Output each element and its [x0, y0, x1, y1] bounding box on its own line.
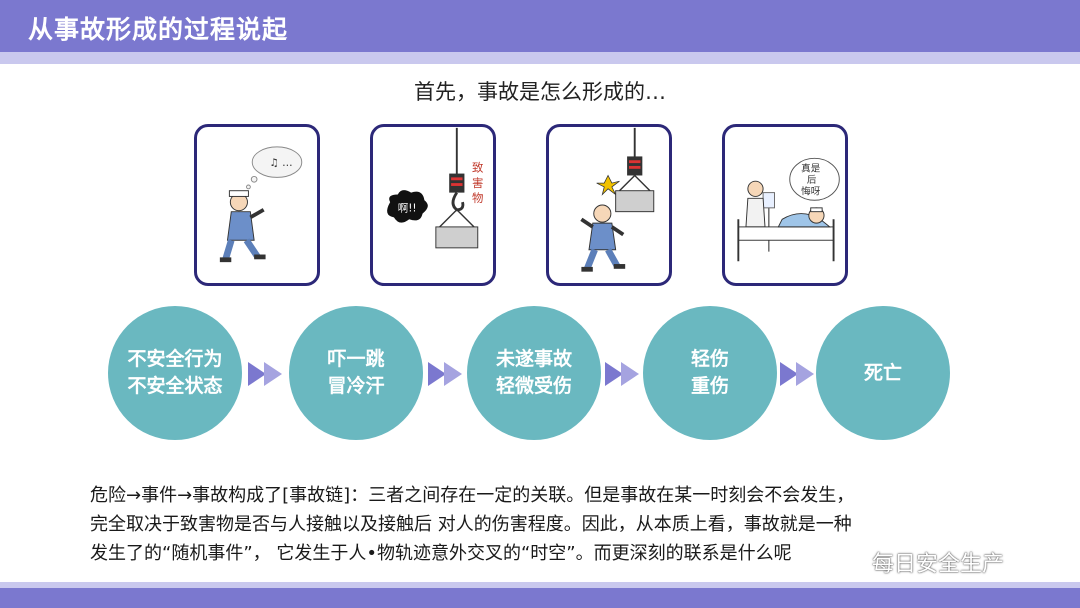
panel-4-bubble-line-2: 后 — [807, 175, 817, 186]
panel-2-bubble-text: 啊!! — [398, 203, 417, 215]
stage-circle-scare: 吓一跳 冒冷汗 — [289, 306, 423, 440]
description-paragraph: 危险→事件→事故构成了[事故链]：三者之间存在一定的关联。但是事故在某一时刻会不… — [90, 481, 1020, 568]
hazard-label-1: 致 — [472, 161, 484, 175]
page-title: 从事故形成的过程说起 — [28, 15, 289, 44]
stage-4-line-2: 重伤 — [690, 375, 729, 397]
description-line-2: 完全取决于致害物是否与人接触以及接触后 对人的伤害程度。因此，从本质上看，事故就… — [90, 514, 852, 535]
illustration-panel-2: 啊!! 致 害 物 — [370, 124, 496, 286]
stage-1-line-2: 不安全状态 — [127, 375, 223, 397]
hazard-label-2: 害 — [472, 176, 483, 190]
stage-4-line-1: 轻伤 — [690, 348, 729, 370]
watermark: 每日安全生产 — [838, 546, 1004, 578]
illustration-panel-3 — [546, 124, 672, 286]
stage-3-line-1: 未遂事故 — [495, 348, 572, 370]
stage-2-line-1: 吓一跳 — [327, 348, 385, 370]
stage-2-line-2: 冒冷汗 — [327, 375, 385, 397]
header-underline — [0, 52, 1080, 64]
careless-worker-illustration: ♫ … — [219, 146, 303, 263]
stage-1-line-1: 不安全行为 — [127, 348, 223, 370]
description-line-3: 发生了的“随机事件”， 它发生于人•物轨迹意外交叉的“时空”。而更深刻的联系是什… — [90, 543, 792, 564]
footer-bar — [0, 588, 1080, 608]
accident-illustration — [580, 127, 655, 272]
stage-circle-injury: 轻伤 重伤 — [643, 306, 777, 440]
watermark-text: 每日安全生产 — [872, 552, 1005, 577]
stage-circle-near-miss: 未遂事故 轻微受伤 — [467, 306, 601, 440]
hazard-load-illustration: 啊!! 致 害 物 — [387, 127, 484, 249]
double-arrow-icon — [428, 362, 462, 386]
footer-line — [0, 582, 1080, 588]
illustration-panel-4: 真是 后 悔呀 — [722, 124, 848, 286]
subtitle: 首先，事故是怎么形成的… — [414, 80, 666, 104]
panel-4-bubble-line-1: 真是 — [801, 163, 821, 175]
stage-3-line-2: 轻微受伤 — [495, 375, 572, 397]
description-line-1: 危险→事件→事故构成了[事故链]：三者之间存在一定的关联。但是事故在某一时刻会不… — [90, 485, 855, 506]
hazard-label-3: 物 — [472, 191, 483, 205]
panel-1-bubble-text: ♫ … — [269, 157, 292, 169]
double-arrow-icon — [605, 362, 639, 386]
panel-4-bubble-line-3: 悔呀 — [801, 186, 821, 198]
double-arrow-icon — [248, 362, 282, 386]
hospital-illustration: 真是 后 悔呀 — [737, 157, 840, 262]
stage-circle-death: 死亡 — [816, 306, 950, 440]
double-arrow-icon — [780, 362, 814, 386]
illustration-panel-1: ♫ … — [194, 124, 320, 286]
header-bar: 从事故形成的过程说起 — [0, 0, 1080, 52]
wechat-icon — [838, 551, 866, 572]
stage-5-line-1: 死亡 — [863, 361, 902, 384]
stage-circle-unsafe: 不安全行为 不安全状态 — [108, 306, 242, 440]
